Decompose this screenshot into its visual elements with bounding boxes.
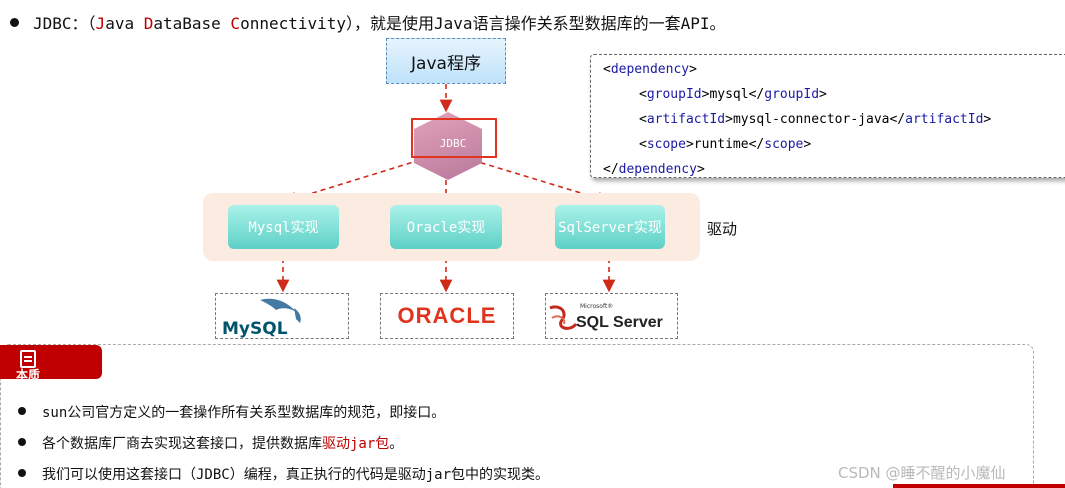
sqlserver-logo-text: SQL Server bbox=[576, 314, 663, 331]
notebook-icon bbox=[20, 350, 36, 368]
code-tag: groupId bbox=[764, 87, 820, 102]
impl-sqlserver: SqlServer实现 bbox=[555, 205, 665, 249]
bullet-icon bbox=[18, 438, 26, 446]
mysql-logo: MySQL bbox=[215, 293, 349, 339]
mysql-logo-text: MySQL bbox=[222, 319, 288, 338]
oracle-logo-text: ORACLE bbox=[397, 303, 497, 328]
java-program-box: Java程序 bbox=[386, 38, 506, 84]
impl-oracle: Oracle实现 bbox=[390, 205, 502, 249]
note-item-end: 。 bbox=[389, 436, 404, 452]
note-tab: 本质 bbox=[0, 345, 102, 379]
note-item-3: 我们可以使用这套接口（JDBC）编程，真正执行的代码是驱动jar包中的实现类。 bbox=[18, 464, 549, 484]
note-item-1: sun公司官方定义的一套操作所有关系型数据库的规范，即接口。 bbox=[18, 402, 445, 422]
note-item-text: sun公司官方定义的一套操作所有关系型数据库的规范，即接口。 bbox=[42, 405, 446, 421]
note-item-text: 我们可以使用这套接口（JDBC）编程，真正执行的代码是驱动jar包中的实现类。 bbox=[42, 467, 549, 483]
intro-c: C bbox=[230, 14, 241, 33]
code-tag: groupId bbox=[646, 87, 702, 102]
intro-d: D bbox=[143, 14, 154, 33]
jdbc-highlight-frame bbox=[411, 118, 497, 158]
code-tag: scope bbox=[646, 137, 686, 152]
intro-ava: ava bbox=[105, 14, 144, 33]
bullet-icon bbox=[10, 18, 19, 27]
intro-prefix: JDBC：（ bbox=[33, 14, 96, 33]
microsoft-text: Microsoft® bbox=[580, 303, 613, 310]
csdn-watermark: CSDN @睡不醒的小魔仙 bbox=[838, 464, 1006, 482]
arrow-jdbc-mysql bbox=[283, 159, 421, 205]
note-item-highlight: 驱动jar包 bbox=[322, 436, 390, 452]
sqlserver-icon: Microsoft® SQL Server bbox=[549, 303, 663, 331]
impl-oracle-label: Oracle实现 bbox=[406, 220, 486, 236]
intro-line: JDBC：（Java DataBase Connectivity），就是使用Ja… bbox=[10, 10, 725, 34]
code-value: mysql-connector-java bbox=[732, 112, 890, 127]
code-line-2: <groupId>mysql</groupId> bbox=[639, 87, 827, 102]
note-item-text: 各个数据库厂商去实现这套接口，提供数据库 bbox=[42, 436, 322, 452]
note-item-2: 各个数据库厂商去实现这套接口，提供数据库驱动jar包。 bbox=[18, 433, 403, 453]
intro-j: J bbox=[95, 14, 106, 33]
maven-dependency-code: <dependency> <groupId>mysql</groupId> <a… bbox=[590, 54, 1065, 178]
arrow-jdbc-sqlserver bbox=[471, 159, 611, 205]
jdbc-label: JDBC bbox=[439, 136, 467, 150]
intro-atabase: ataBase bbox=[153, 14, 231, 33]
impl-sqlserver-label: SqlServer实现 bbox=[558, 220, 662, 236]
mysql-dolphin-icon: MySQL bbox=[222, 298, 301, 338]
intro-suffix: ），就是使用Java语言操作关系型数据库的一套API。 bbox=[346, 14, 726, 33]
driver-label: 驱动 bbox=[707, 220, 738, 238]
oracle-logo: ORACLE bbox=[380, 293, 514, 339]
impl-mysql: Mysql实现 bbox=[228, 205, 339, 249]
code-tag: dependency bbox=[618, 162, 697, 177]
intro-onnectivity: onnectivity bbox=[240, 14, 347, 33]
code-tag: artifactId bbox=[646, 112, 726, 127]
jdbc-hexagon bbox=[414, 112, 482, 180]
note-title: 本质 bbox=[16, 368, 41, 379]
bottom-red-bar bbox=[893, 484, 1065, 488]
code-line-3: <artifactId>mysql-connector-java</artifa… bbox=[639, 112, 992, 127]
java-program-label: Java程序 bbox=[411, 53, 481, 74]
code-line-1: <dependency> bbox=[603, 62, 697, 77]
code-tag: artifactId bbox=[905, 112, 984, 127]
impl-mysql-label: Mysql实现 bbox=[248, 220, 319, 236]
code-line-5: </dependency> bbox=[603, 162, 705, 177]
jdbc-node: JDBC bbox=[409, 112, 497, 180]
bullet-icon bbox=[18, 407, 26, 415]
sqlserver-logo: Microsoft® SQL Server bbox=[545, 293, 678, 339]
note-box bbox=[0, 344, 1034, 488]
bullet-icon bbox=[18, 469, 26, 477]
code-value: runtime bbox=[693, 137, 749, 152]
code-value: mysql bbox=[709, 87, 749, 102]
code-line-4: <scope>runtime</scope> bbox=[639, 137, 812, 152]
code-tag: scope bbox=[764, 137, 804, 152]
code-tag: dependency bbox=[610, 62, 690, 77]
